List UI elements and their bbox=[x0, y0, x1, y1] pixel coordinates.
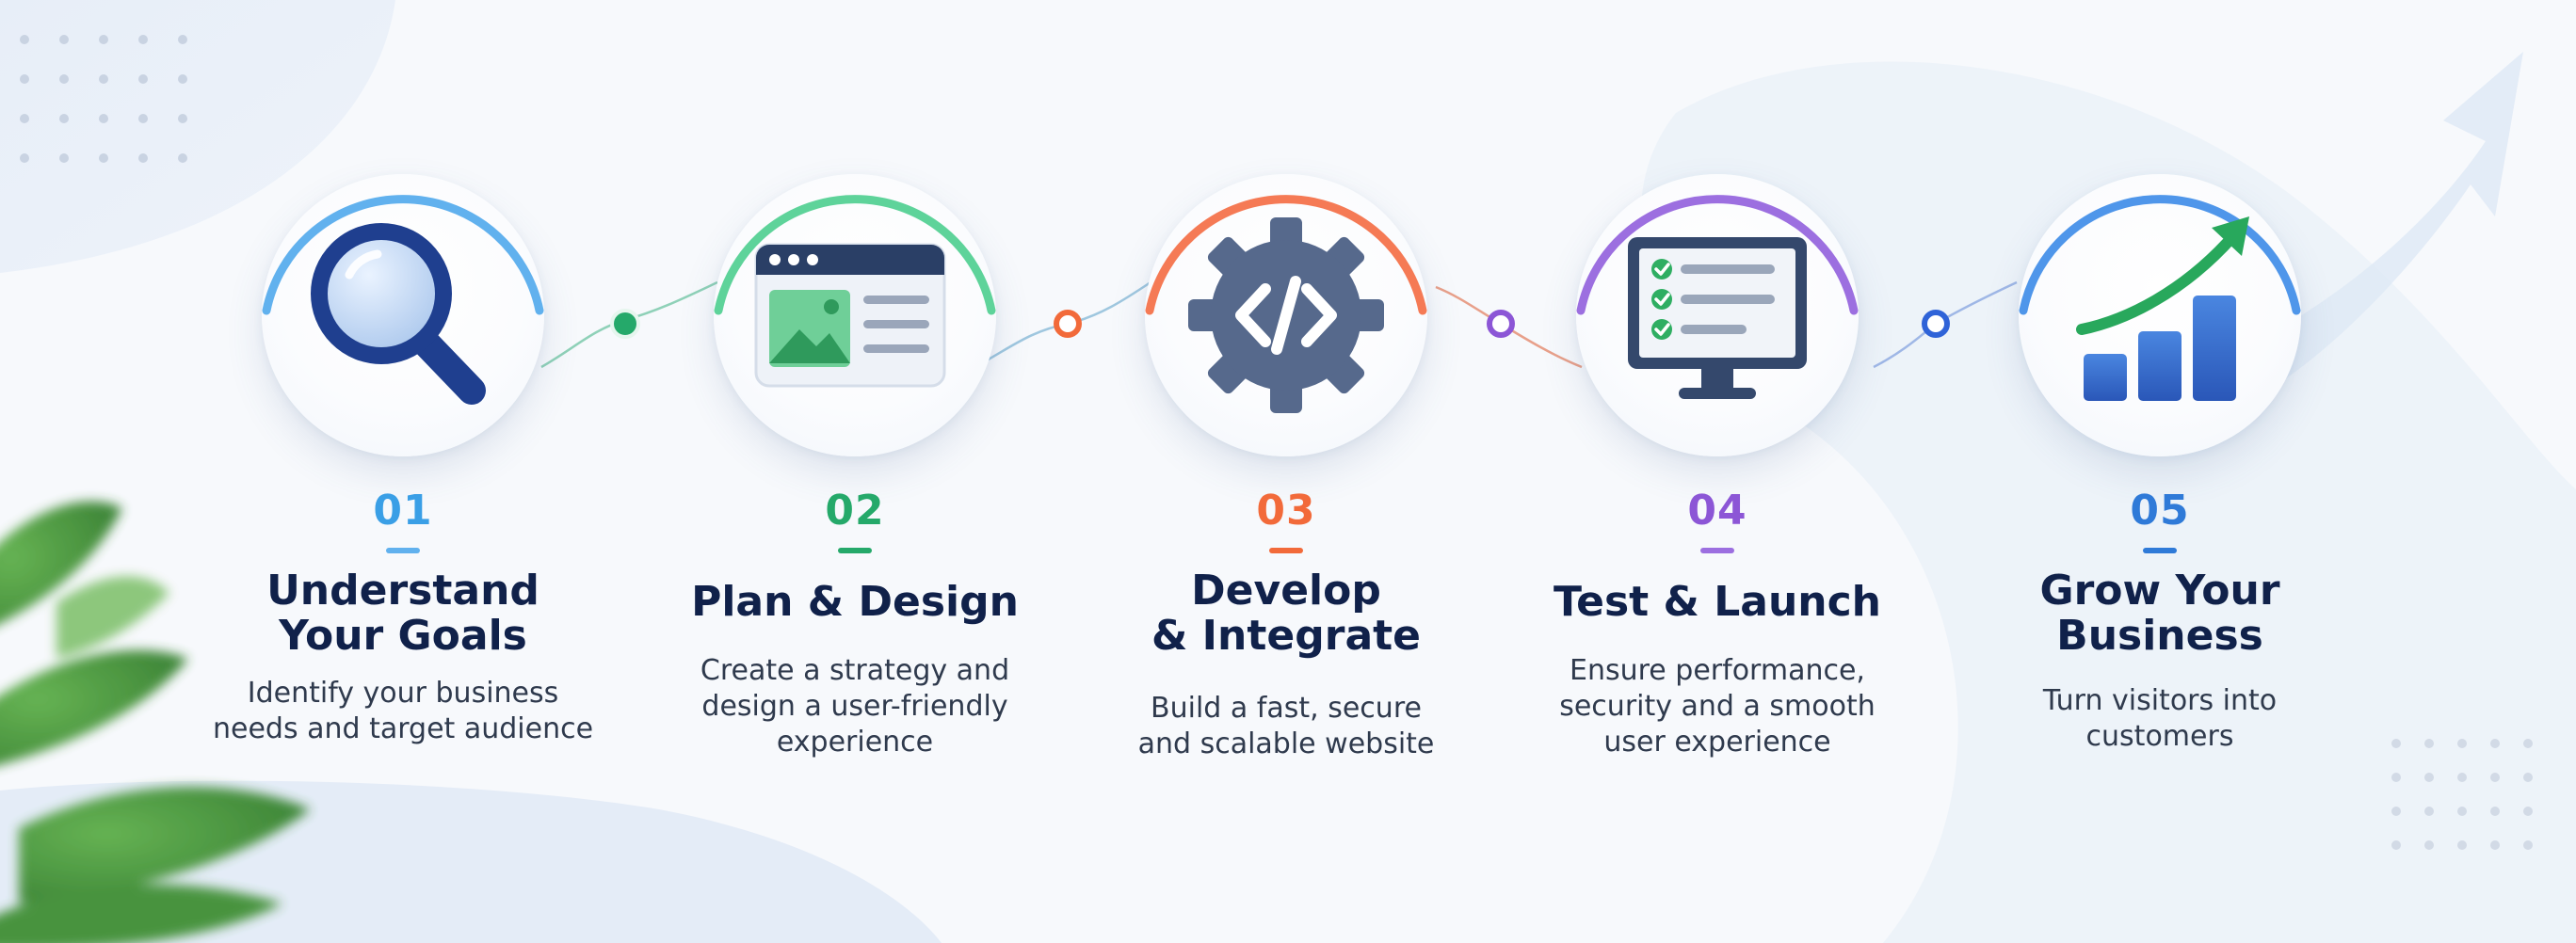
step-1-title: Understand Your Goals bbox=[266, 567, 539, 660]
step-2-number: 02 bbox=[825, 487, 885, 535]
step-4-description: Ensure performance, security and a smoot… bbox=[1559, 654, 1876, 759]
code-gear-icon bbox=[1188, 217, 1384, 413]
step-3-arc bbox=[1145, 195, 1427, 315]
step-5-number-underline bbox=[2143, 548, 2177, 553]
magnifying-glass-icon bbox=[311, 223, 486, 405]
step-5-disc bbox=[2019, 174, 2301, 456]
step-4: 04 Test & Launch Ensure performance, sec… bbox=[1501, 0, 1934, 943]
step-3-number-underline bbox=[1269, 548, 1303, 553]
step-5: 05 Grow Your Business Turn visitors into… bbox=[1943, 0, 2376, 943]
step-5-description: Turn visitors into customers bbox=[2042, 684, 2278, 753]
connector-dot-4 bbox=[1922, 310, 1950, 338]
step-4-title: Test & Launch bbox=[1553, 578, 1882, 626]
connector-dot-2 bbox=[1054, 310, 1082, 338]
step-2-arc bbox=[714, 195, 996, 315]
connector-dot-3 bbox=[1487, 310, 1515, 338]
browser-window-icon bbox=[754, 243, 946, 388]
step-5-number: 05 bbox=[2130, 487, 2190, 535]
step-2: 02 Plan & Design Create a strategy and d… bbox=[638, 0, 1071, 943]
step-1-number-underline bbox=[386, 548, 420, 553]
step-5-arc bbox=[2019, 195, 2301, 315]
step-2-title: Plan & Design bbox=[691, 578, 1019, 626]
growth-chart-icon bbox=[2076, 216, 2249, 401]
step-1: 01 Understand Your Goals Identify your b… bbox=[186, 0, 620, 943]
step-4-arc bbox=[1576, 195, 1859, 315]
step-1-number: 01 bbox=[373, 487, 433, 535]
step-4-number: 04 bbox=[1687, 487, 1747, 535]
step-1-description: Identify your business needs and target … bbox=[212, 677, 594, 745]
step-3-number: 03 bbox=[1256, 487, 1316, 535]
step-1-arc bbox=[262, 195, 544, 315]
dot-grid-bottom-right bbox=[2391, 739, 2533, 850]
step-3: 03 Develop & Integrate Build a fast, sec… bbox=[1070, 0, 1503, 943]
step-4-number-underline bbox=[1700, 548, 1734, 553]
step-5-title: Grow Your Business bbox=[2039, 567, 2280, 660]
step-2-description: Create a strategy and design a user-frie… bbox=[700, 654, 1010, 759]
step-2-number-underline bbox=[838, 548, 872, 553]
dot-grid-top-left bbox=[20, 35, 187, 163]
step-3-title: Develop & Integrate bbox=[1151, 567, 1422, 660]
plant-leaves bbox=[0, 501, 311, 943]
connector-dot-1 bbox=[610, 309, 640, 339]
monitor-checklist-icon bbox=[1628, 237, 1807, 399]
step-3-description: Build a fast, secure and scalable websit… bbox=[1137, 692, 1435, 760]
